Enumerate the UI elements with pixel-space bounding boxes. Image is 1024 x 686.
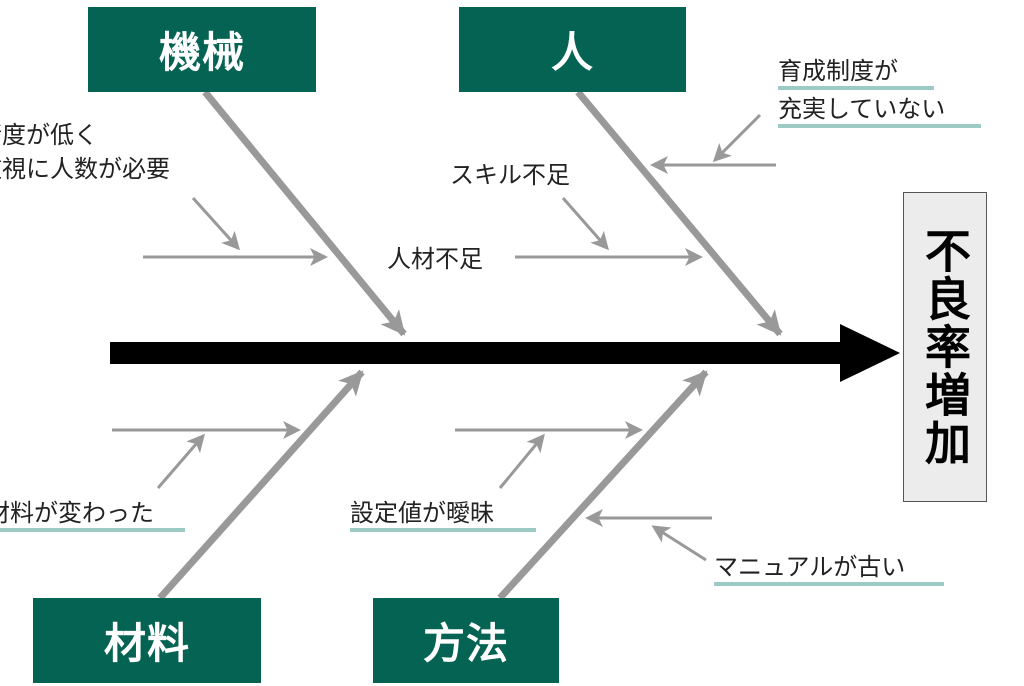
cause-people-3-line-2: 充実していない bbox=[778, 94, 981, 128]
cause-material-label: 材料が変わった bbox=[0, 498, 185, 532]
category-machine-label: 機械 bbox=[158, 28, 245, 77]
category-material-label: 材料 bbox=[103, 619, 190, 668]
sub-sub-bone-method-1 bbox=[498, 433, 545, 489]
cause-method-2: マニュアルが古い bbox=[714, 550, 944, 586]
cause-machine-line-2: 監視に人数が必要 bbox=[0, 155, 170, 183]
cause-people-3: 育成制度が 充実していない bbox=[778, 56, 981, 128]
cause-people-2-label: 人材不足 bbox=[387, 245, 483, 273]
cause-method-1: 設定値が曖昧 bbox=[350, 496, 536, 532]
cause-people-3-line-1: 育成制度が bbox=[778, 56, 934, 90]
sub-sub-bone-material bbox=[156, 433, 205, 489]
effect-box: 不良率増加 bbox=[903, 192, 987, 502]
sub-sub-bone-machine bbox=[191, 196, 241, 251]
category-material: 材料 bbox=[33, 598, 261, 683]
cause-method-2-label: マニュアルが古い bbox=[714, 552, 944, 586]
category-people-label: 人 bbox=[550, 28, 594, 77]
cause-machine: 精度が低く 監視に人数が必要 bbox=[0, 118, 170, 186]
spine bbox=[110, 342, 850, 364]
category-method-label: 方法 bbox=[422, 619, 509, 668]
sub-sub-bone-people-1 bbox=[561, 197, 609, 251]
effect-label: 不良率増加 bbox=[918, 227, 972, 467]
bone-method bbox=[497, 369, 709, 601]
sub-sub-bone-method-2 bbox=[651, 525, 707, 562]
bone-machine bbox=[202, 89, 407, 337]
bone-people bbox=[575, 89, 783, 337]
cause-people-1: スキル不足 bbox=[450, 158, 570, 192]
category-people: 人 bbox=[459, 7, 686, 92]
cause-people-2: 人材不足 bbox=[387, 242, 483, 276]
sub-sub-bone-people-3 bbox=[712, 113, 762, 163]
category-method: 方法 bbox=[373, 598, 559, 683]
cause-method-1-label: 設定値が曖昧 bbox=[350, 498, 536, 532]
bone-material bbox=[157, 369, 365, 601]
spine-arrowhead bbox=[840, 324, 900, 382]
cause-material: 材料が変わった bbox=[0, 496, 185, 532]
category-machine: 機械 bbox=[88, 7, 316, 92]
cause-people-1-label: スキル不足 bbox=[450, 161, 570, 189]
cause-machine-line-1: 精度が低く bbox=[0, 121, 98, 149]
